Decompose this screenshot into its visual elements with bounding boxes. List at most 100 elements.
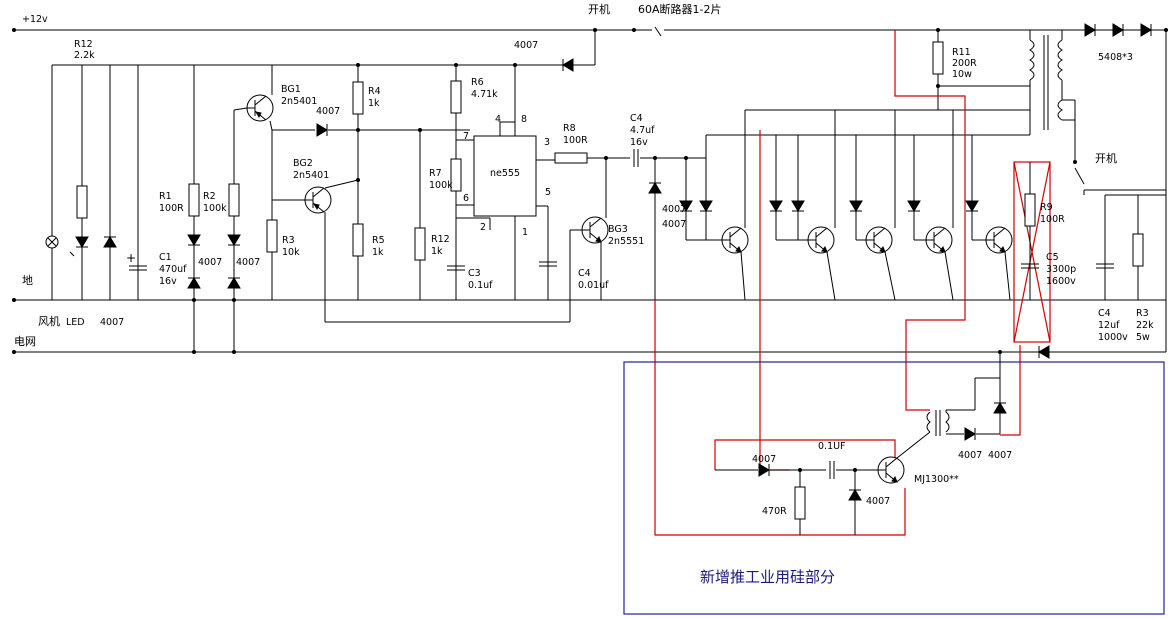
label-d4007-c1a: 4007 [198,257,222,268]
label-r5-name: R5 [372,235,385,246]
label-r4-name: R4 [368,86,381,97]
label-c5-name: C5 [1046,252,1059,263]
label-r9-name: R9 [1040,202,1053,213]
label-c4a-name: C4 [630,113,643,124]
label-d4007-bg3b: 4007 [662,219,686,230]
label-ic-name: ne555 [490,168,520,179]
transistor-bg3 [581,216,609,244]
label-d4007-mid: 4007 [316,106,340,117]
label-r12a-val: 2.2k [74,50,95,61]
transistor-bg2 [304,186,332,214]
label-bg2-name: BG2 [293,158,313,169]
label-r1-name: R1 [159,191,172,202]
label-grid: 电网 [14,335,36,348]
label-bg3-val: 2n5551 [608,236,644,247]
label-r8-val: 100R [563,135,588,146]
label-r3b-val1: 22k [1136,320,1154,331]
label-r11-val1: 200R [952,58,977,69]
switch-on-icon [1074,167,1085,185]
led-icon [75,236,89,248]
resistor-r12-1k [414,227,426,261]
resistor-r12-2k2 [76,185,88,219]
transistor-mj1300 [877,456,905,484]
label-c4b-name: C4 [578,268,591,279]
label-v12: +12v [22,14,48,25]
label-r6-name: R6 [471,77,484,88]
resistor-r5-1k [352,223,364,257]
label-switch-on: 开机 [1095,151,1117,165]
label-c3-val: 0.1uf [468,280,493,291]
label-sub-d4007-3: 4007 [958,450,982,461]
label-pin1: 1 [522,227,528,238]
resistor-r8-100r [554,152,588,164]
label-fan: 风机 [38,314,60,328]
label-pin7: 7 [463,131,469,142]
label-d4007-c1b: 4007 [236,257,260,268]
diode-4007-led [103,236,117,248]
capacitor-c4-4uf7 [633,148,639,168]
label-sub-d4007-1: 4007 [752,454,776,465]
rails [12,28,1166,354]
resistor-r3-10k [266,219,278,253]
diode-grid [1038,345,1050,359]
label-c4c-val1: 12uf [1098,320,1120,331]
resistor-r4-1k [352,81,364,115]
label-led: LED [66,317,85,328]
label-r3-name: R3 [282,235,295,246]
svg-text:+: + [126,251,136,265]
label-c4a-val1: 4.7uf [630,125,655,136]
label-bg3-name: BG3 [608,224,628,235]
fan-led-block: + [45,65,241,352]
label-c4c-name: C4 [1098,308,1111,319]
transformer [1029,30,1076,160]
label-c5-val1: 3300p [1046,264,1076,275]
label-r1-val: 100R [159,203,184,214]
label-pin3: 3 [544,137,550,148]
label-c4a-val2: 16v [630,137,648,148]
label-c1-val2: 16v [159,276,177,287]
label-gnd: 地 [22,274,33,287]
label-pin5: 5 [545,187,551,198]
label-r3-val: 10k [282,247,300,258]
label-d4007-led: 4007 [100,317,124,328]
label-pin8: 8 [521,114,527,125]
label-r8-name: R8 [563,123,576,134]
label-r12b-name: R12 [431,234,450,245]
label-c4c-val2: 1000v [1098,332,1128,343]
transistor-bg1 [246,94,274,122]
label-r2-name: R2 [203,191,216,202]
new-section-title: 新增推工业用硅部分 [700,568,835,586]
label-pin4: 4 [495,114,501,125]
resistor-r6-4k71 [450,80,462,114]
label-r3b-name: R3 [1136,308,1149,319]
label-breaker: 60A断路器1-2片 [638,2,722,16]
label-c5-val2: 1600v [1046,276,1076,287]
label-bg1-name: BG1 [281,84,301,95]
resistor-r3-22k [1132,233,1144,267]
resistor-r9-100r [1024,193,1036,227]
label-d5408: 5408*3 [1098,52,1133,63]
label-r12a-name: R12 [74,39,93,50]
label-power-on: 开机 [588,2,610,16]
label-r5-val: 1k [372,247,384,258]
label-r6-val: 4.71k [471,89,498,100]
diode-4007-mid [316,123,328,137]
r9-c5-highlight [1013,161,1051,343]
label-r11-name: R11 [952,47,971,58]
label-sub-d4007-2: 4007 [866,496,890,507]
diodes-5408x3 [1062,23,1160,37]
label-c1-name: C1 [159,252,172,263]
label-r11-val2: 10w [952,69,972,80]
label-d4007-bg3a: 4007 [662,204,686,215]
label-d4007-top: 4007 [514,40,538,51]
transistor-bank [679,109,1030,301]
label-r7-name: R7 [429,168,442,179]
label-c4b-val: 0.01uf [578,280,609,291]
ic-ne555 [473,135,537,217]
label-c3-name: C3 [468,268,481,279]
labels: +12v 地 电网 风机 LED 4007 开机 60A断路器1-2片 4007… [14,2,1154,586]
new-section-box [623,361,1165,615]
label-sub-r: 470R [762,506,787,517]
label-r3b-val2: 5w [1136,332,1150,343]
